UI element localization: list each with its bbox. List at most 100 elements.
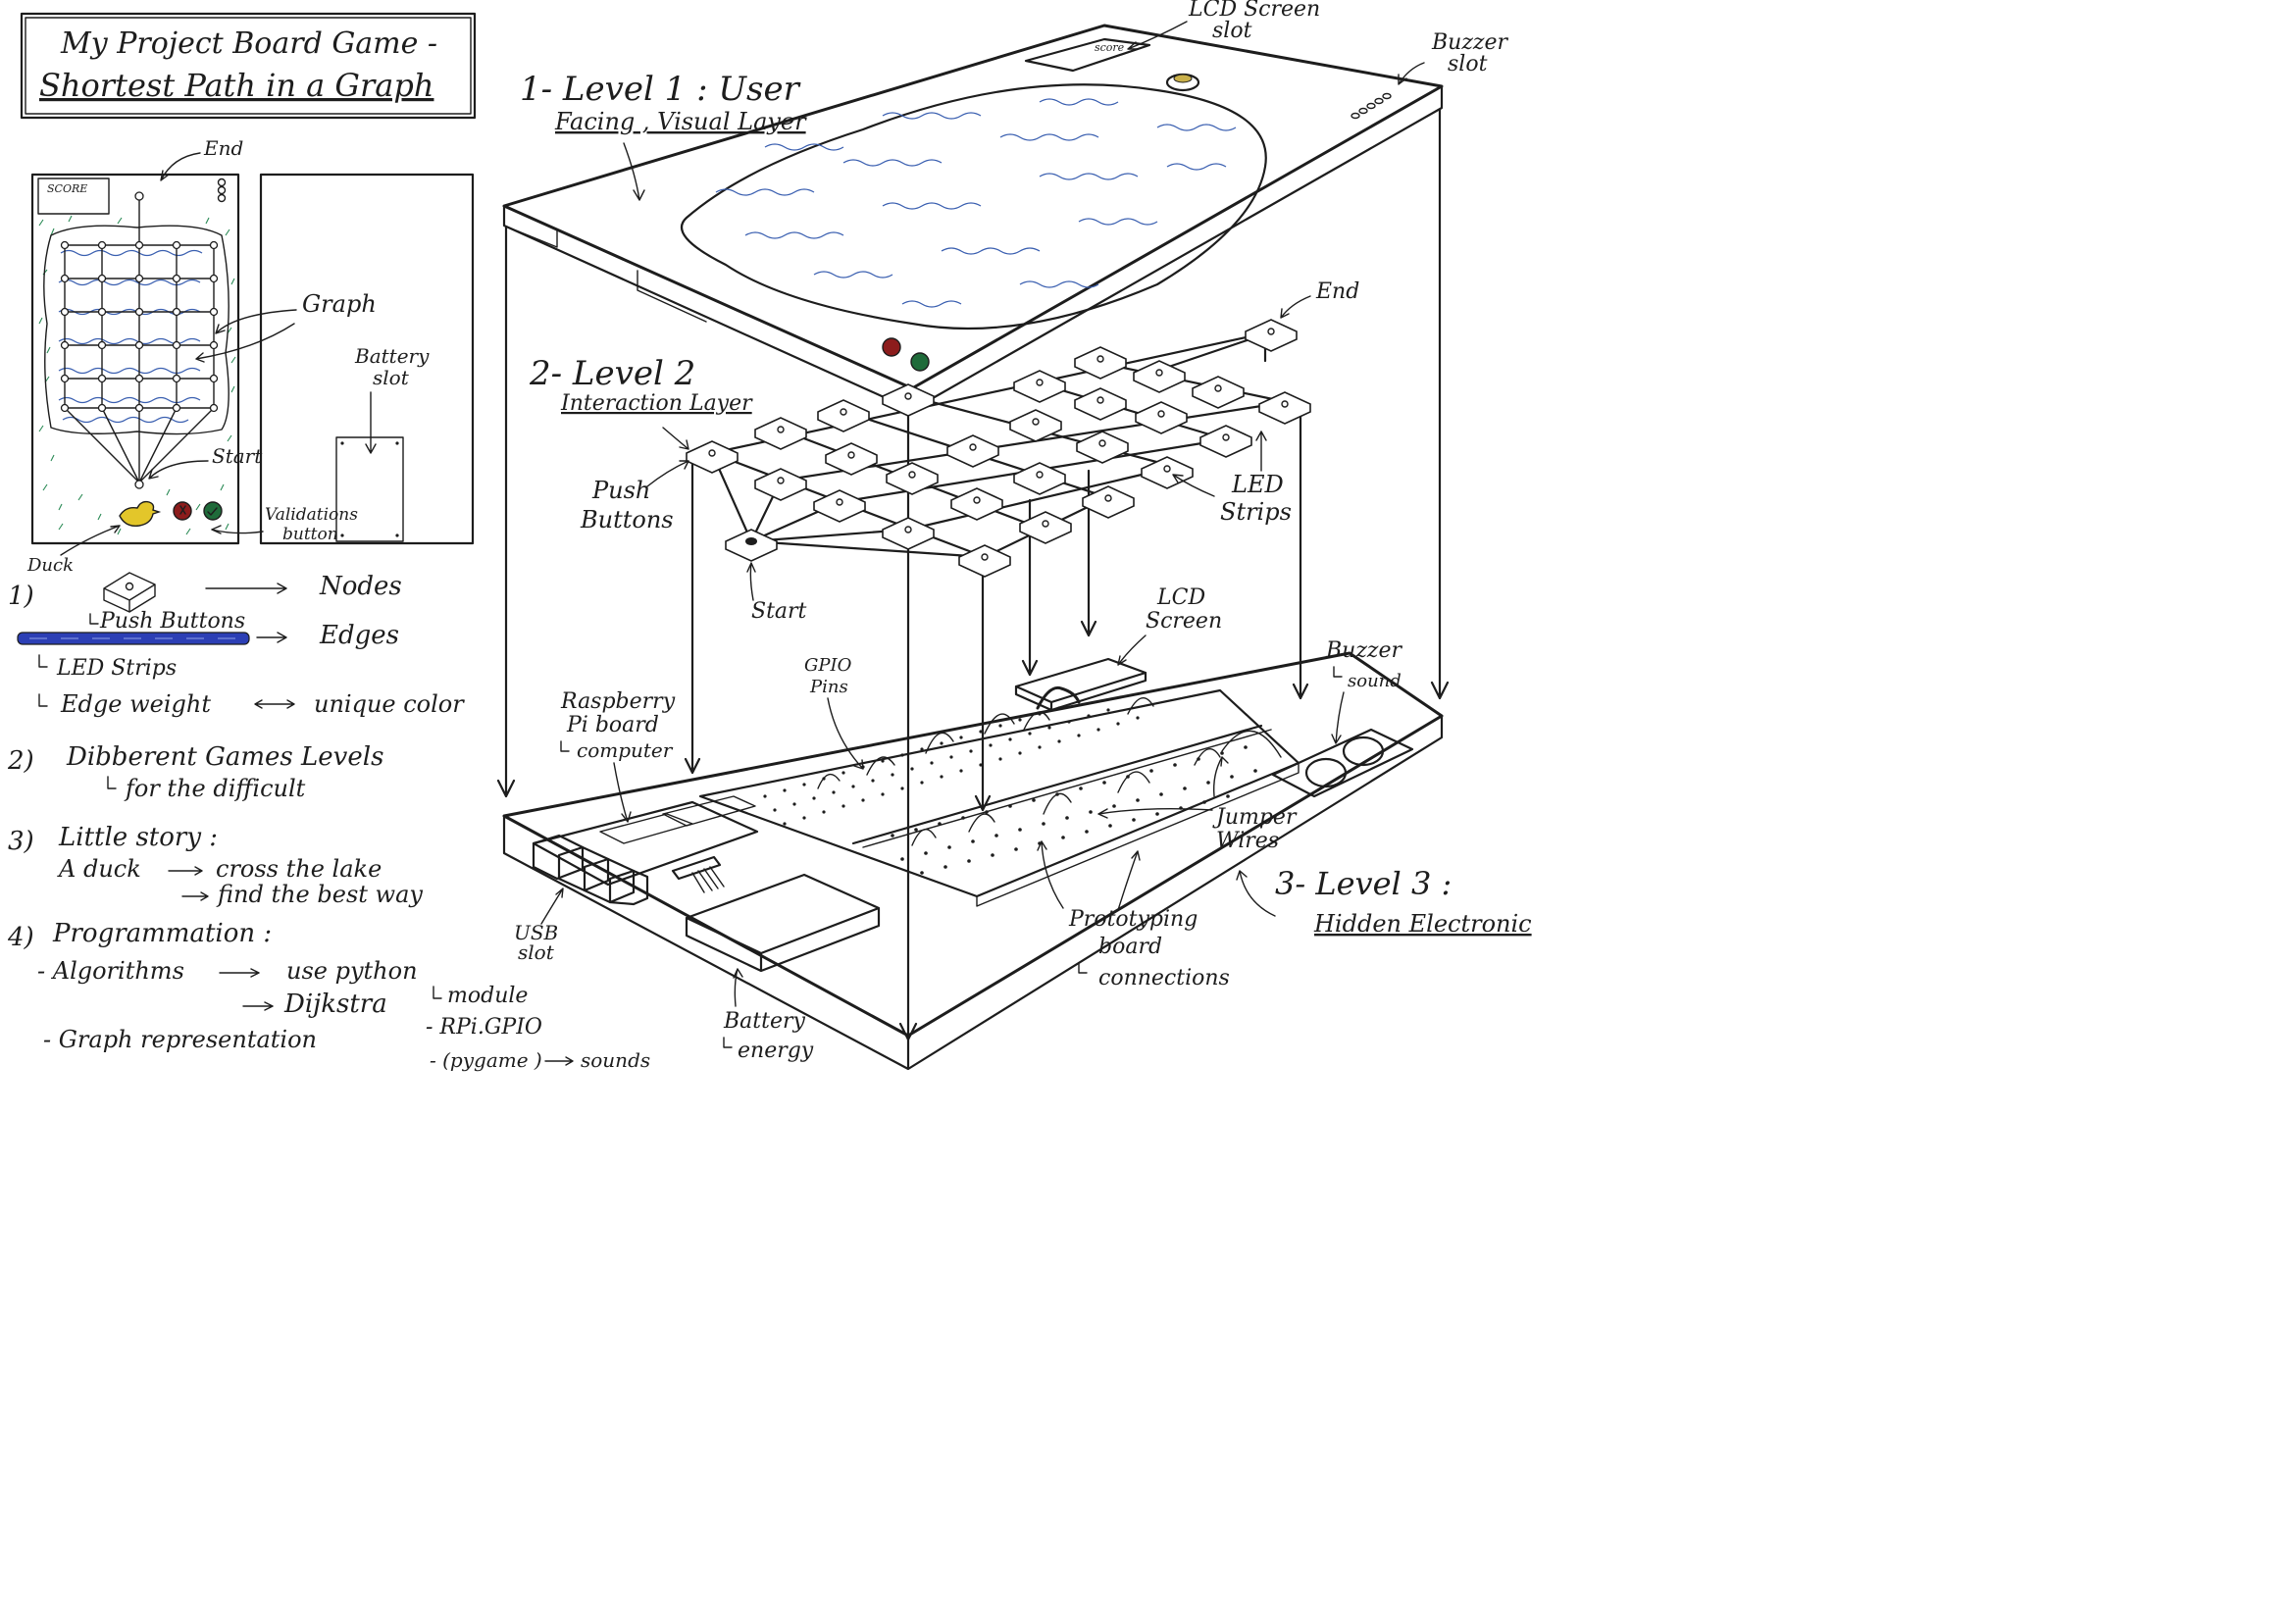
led-strips-label-2: Strips [1220, 498, 1292, 526]
buzzer-label-2: sound [1348, 671, 1402, 691]
lcd-label-2: Screen [1146, 609, 1222, 634]
usb-label-2: slot [518, 940, 555, 964]
gpio-label-1: GPIO [804, 655, 852, 676]
sketch-graph-nodes [60, 191, 219, 489]
usb-ports [532, 834, 649, 906]
lcd-label-1: LCD [1156, 585, 1205, 610]
base-lcd-module [1014, 657, 1147, 712]
title-box: My Project Board Game - Shortest Path in… [20, 12, 477, 120]
push-button-nodes [686, 319, 1311, 578]
level-3-label-a: 3- Level 3 : [1275, 865, 1452, 902]
graph-rep-note: - Graph representation [43, 1026, 317, 1053]
proto-label-2: board [1098, 935, 1162, 959]
top-view-sketch: SCORE [26, 136, 475, 576]
sounds-note: sounds [581, 1048, 650, 1072]
dijkstra-note: Dijkstra [283, 990, 387, 1019]
battery-slot-label-2: slot [373, 366, 410, 389]
note-2-sub: for the difficult [124, 775, 306, 802]
usb-label-1: USB [514, 921, 558, 944]
push-buttons-label-2: Buttons [580, 506, 674, 533]
notes: 1) Push Buttons Nodes Edges LED Strips E… [7, 572, 650, 1072]
buzzer-top-label-1: Buzzer [1431, 30, 1509, 55]
push-button-holes [708, 328, 1289, 561]
note-3-num: 3) [8, 827, 34, 856]
title-line-1: My Project Board Game - [60, 26, 437, 61]
level-3-base [502, 651, 1444, 1071]
level-2-label-a: 2- Level 2 [529, 354, 695, 393]
start-node-icon [745, 537, 757, 545]
grass-texture [38, 215, 236, 535]
level-2-layer [684, 319, 1311, 812]
buzzer-label-1: Buzzer [1325, 638, 1403, 663]
algorithms-note: - Algorithms [37, 957, 184, 985]
top-lcd-slot [1024, 37, 1151, 73]
note-3-text: Little story : [58, 823, 218, 852]
top-green-button-icon [910, 352, 930, 372]
exploded-diagram: score [496, 0, 1532, 1071]
level-2-label-b: Interaction Layer [560, 391, 753, 416]
push-buttons-note: Push Buttons [99, 609, 245, 634]
push-button-icon [103, 572, 156, 613]
sketch-start-label: Start [212, 444, 263, 468]
battery-pack [685, 873, 881, 973]
title-line-2: Shortest Path in a Graph [39, 67, 433, 104]
level-3-label-b: Hidden Electronic [1313, 910, 1532, 938]
nodes-note: Nodes [319, 572, 402, 601]
top-lcd-score: score [1095, 41, 1125, 54]
sketch-graph-label: Graph [302, 290, 377, 318]
validation-label-2: button [282, 525, 338, 544]
level-1-label-a: 1- Level 1 : User [520, 70, 801, 109]
raspberry-pi-board [532, 800, 759, 887]
top-buzzer-holes [1351, 92, 1392, 120]
battery-label-2: energy [738, 1039, 814, 1063]
level-1-label-b: Facing , Visual Layer [554, 108, 807, 135]
note-4-text: Programmation : [52, 919, 272, 948]
proto-label-3: connections [1098, 966, 1230, 990]
top-lake [681, 83, 1267, 330]
battery-label-1: Battery [723, 1009, 806, 1034]
push-buttons-label-1: Push [591, 477, 650, 504]
jumper-wires [817, 697, 1282, 846]
top-red-button-icon [882, 337, 901, 357]
note-2-text: Dibberent Games Levels [66, 742, 383, 772]
validation-label-1: Validations [265, 505, 358, 525]
gpio-label-2: Pins [809, 677, 848, 697]
top-water-lines [715, 98, 1237, 308]
note-1-num: 1) [8, 582, 34, 611]
edges-note: Edges [319, 621, 399, 650]
rpi-label-1: Raspberry [560, 689, 676, 714]
start-label: Start [751, 599, 807, 624]
rpi-gpio-note: - RPi.GPIO [426, 1015, 542, 1040]
lcd-top-label-2: slot [1212, 19, 1252, 43]
led-strips-label-1: LED [1231, 471, 1284, 498]
jumper-label-2: Wires [1216, 829, 1279, 853]
edge-weight-note: Edge weight [60, 690, 211, 718]
level-1-slab: score [502, 24, 1444, 412]
note-3-c: find the best way [216, 881, 423, 908]
led-strips-note: LED Strips [56, 656, 177, 681]
pygame-note: - (pygame ) [430, 1048, 542, 1072]
sketch-score-label: SCORE [47, 182, 87, 195]
end-label: End [1315, 279, 1359, 304]
sketch-end-label: End [203, 136, 243, 160]
unique-color-note: unique color [314, 690, 465, 718]
note-2-num: 2) [7, 746, 34, 776]
note-4-num: 4) [7, 923, 34, 952]
duck-icon [119, 500, 162, 527]
green-button-icon [203, 501, 223, 521]
buzzer-top-label-2: slot [1448, 52, 1488, 76]
use-python-note: use python [286, 957, 418, 985]
proto-label-1: Prototyping [1068, 907, 1198, 932]
lcd-top-label-1: LCD Screen [1188, 0, 1320, 22]
note-3-a: A duck [57, 855, 141, 883]
duck-label: Duck [26, 555, 74, 576]
module-note: module [447, 984, 528, 1008]
note-3-b: cross the lake [216, 855, 382, 883]
battery-slot-label-1: Battery [354, 344, 430, 368]
buzzer-module [1271, 728, 1414, 798]
rpi-label-3: computer [577, 738, 674, 762]
rpi-label-2: Pi board [566, 713, 659, 737]
breadboard-holes [763, 706, 1257, 875]
project-sketch: My Project Board Game - Shortest Path in… [7, 0, 1532, 1072]
jumper-label-1: Jumper [1212, 805, 1298, 830]
